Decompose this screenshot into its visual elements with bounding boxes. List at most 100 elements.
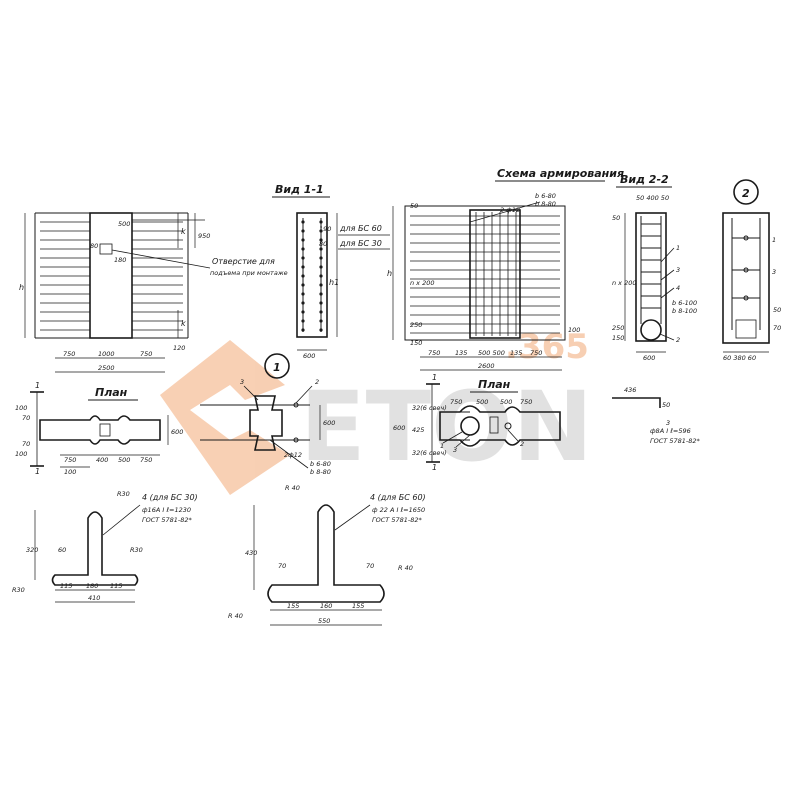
callout-1-label: 1 — [273, 361, 281, 374]
v22-mark-4: 4 — [676, 284, 680, 292]
detail1-mark-2: 2 — [315, 378, 319, 386]
title-plan-right: План — [478, 378, 511, 391]
plan-right-dim-750b: 750 — [520, 398, 532, 406]
detail1-dim-600: 600 — [323, 419, 335, 427]
bar-4-bs30: R30 R30 R30 60 4 (для БС 30) ф16А I ℓ=12… — [12, 490, 198, 603]
scheme-dim-135: 135 — [455, 349, 467, 357]
scheme-dim-50: 50 — [410, 202, 418, 210]
scheme-dim-750-b: 750 — [530, 349, 542, 357]
bar4-60-dim-70-b: 70 — [366, 562, 374, 570]
bar4-30-dim-410: 410 — [88, 594, 100, 602]
note-for-bs30: для БС 30 — [339, 239, 382, 248]
bar4-60-spec: ф 22 А I ℓ=1650 — [372, 506, 425, 514]
dim-70-plan-left-b: 70 — [22, 440, 30, 448]
v22-mark-1: 1 — [676, 244, 680, 252]
bar4-30-gost: ГОСТ 5781-82* — [142, 516, 192, 524]
view-1-1: Вид 1-1 190 80 для БС 60 для БС 30 h1 60… — [272, 183, 390, 360]
detail1-2f12: 2ф12 — [284, 451, 302, 459]
dim-750-plan-left: 750 — [64, 456, 76, 464]
rebar-dot — [319, 319, 323, 323]
rebar-dot — [319, 274, 323, 278]
detail2-dim-60-380-60: 60 380 60 — [723, 354, 756, 362]
plan-right-dim-425: 425 — [412, 426, 424, 434]
rebar-dot — [319, 301, 323, 305]
dim-80-opening: 80 — [90, 242, 98, 250]
title-view-2-2: Вид 2-2 — [620, 173, 669, 186]
callout-2-circle — [733, 179, 759, 205]
v22-mark-3: 3 — [676, 266, 680, 274]
dim-h1: h1 — [329, 278, 339, 287]
rebar-dot — [301, 328, 305, 332]
detail2-mark-3: 3 — [772, 268, 776, 276]
plan-left: План 1 1 100 70 70 100 750 400 500 750 1… — [15, 381, 183, 476]
v22-dim-150: 150 — [612, 334, 624, 342]
dim-950: 950 — [198, 232, 210, 240]
dim-70-plan-left-a: 70 — [22, 414, 30, 422]
rebar-dot — [319, 256, 323, 260]
bar4-60-label: 4 (для БС 60) — [370, 493, 426, 502]
watermark: ETON .365 — [160, 327, 593, 495]
bar4-30-dim-115-b: 115 — [110, 582, 122, 590]
detail1-step-6-80: b 6-80 — [310, 460, 331, 468]
v22-step-6-100: b 6-100 — [672, 299, 697, 307]
dim-100-plan-left-c: 100 — [64, 468, 76, 476]
rebar-dot — [301, 310, 305, 314]
elevation-left: h 500 80 180 Отверстие для подъема при м… — [19, 212, 288, 373]
dim-h-left: h — [19, 283, 24, 292]
detail2-dim-40: 70 — [773, 324, 781, 332]
bar4-60-dim-155-a: 155 — [287, 602, 299, 610]
leader-line — [469, 201, 541, 223]
rebar-dot — [301, 301, 305, 305]
callout-1-circle — [264, 353, 290, 379]
v22-dim-n200: n x 200 — [612, 279, 637, 287]
bar4-30-label: 4 (для БС 30) — [142, 493, 198, 502]
bar4-30-r30-right: R30 — [130, 546, 143, 554]
v22-dim-50-400-50: 50 400 50 — [636, 194, 669, 202]
watermark-badge: .365 — [505, 327, 589, 367]
scheme-2f12: 2 ф12 — [500, 206, 520, 214]
scheme-dim-750: 750 — [428, 349, 440, 357]
dim-2500: 2500 — [98, 364, 115, 372]
detail2-dim-50: 50 — [773, 306, 781, 314]
bar4-60-r40-top: R 40 — [285, 484, 300, 492]
plan-right-mark-1-top: 1 — [432, 373, 437, 382]
bar4-60-dim-155-b: 155 — [352, 602, 364, 610]
bar4-60-dim-70-a: 70 — [278, 562, 286, 570]
rebar-dot — [319, 238, 323, 242]
plan-right-dim-500: 500 — [476, 398, 488, 406]
rebar-dot — [319, 220, 323, 224]
section-mark-1-top-left: 1 — [35, 381, 40, 390]
plan-right-dim-750: 750 — [450, 398, 462, 406]
dim-180-opening: 180 — [114, 256, 126, 264]
rebar-dot — [301, 265, 305, 269]
dim-400-plan-left: 400 — [96, 456, 108, 464]
scheme-dim-h: h — [387, 269, 392, 278]
bar4-30-dim-115-a: 115 — [60, 582, 72, 590]
scheme-dim-150: 150 — [410, 339, 422, 347]
dim-500-plan-left: 500 — [118, 456, 130, 464]
dim-100-plan-left: 100 — [15, 404, 27, 412]
dim-750-b: 750 — [140, 350, 152, 358]
dim-80-v11: 80 — [319, 240, 327, 248]
bar4-30-r30-left: R30 — [12, 586, 25, 594]
plan-right-mark-1: 1 — [440, 442, 444, 450]
rebar-dot — [319, 265, 323, 269]
watermark-logo-shape — [160, 340, 290, 495]
bar3-gost: ГОСТ 5781-82* — [650, 437, 700, 445]
detail1-step-8-80: b 8-80 — [310, 468, 331, 476]
title-reinforcement: Схема армирования — [497, 167, 624, 180]
dim-120-left: 120 — [173, 344, 185, 352]
rebar-dot — [319, 310, 323, 314]
detail-1: 1 3 2 600 2ф12 b 6-80 b 8-80 — [200, 353, 335, 476]
dim-750-a: 750 — [63, 350, 75, 358]
dim-1000: 1000 — [98, 350, 115, 358]
rebar-dot — [301, 256, 305, 260]
detail-2: 2 1 3 60 380 60 50 70 — [722, 179, 781, 362]
bar4-60-gost: ГОСТ 5781-82* — [372, 516, 422, 524]
watermark-text: ETON — [300, 371, 593, 483]
scheme-step-8-80: b 8-80 — [535, 200, 556, 208]
plan-right-dim-500b: 500 — [500, 398, 512, 406]
v22-dim-250: 250 — [612, 324, 624, 332]
callout-2-label: 2 — [742, 187, 750, 200]
